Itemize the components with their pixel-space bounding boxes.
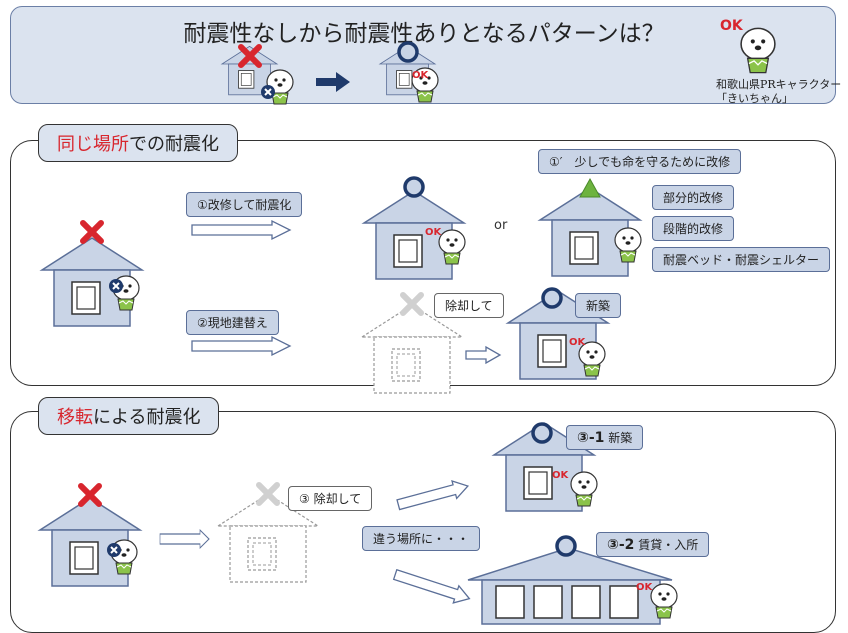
ok-label: OK	[636, 582, 653, 593]
xbadge-icon	[106, 542, 122, 558]
option31-label: ③-1 新築	[566, 425, 644, 450]
different-place-label: 違う場所に・・・	[362, 526, 481, 551]
option2-label: ②現地建替え	[186, 310, 279, 335]
partial-label-1: 部分的改修	[652, 185, 735, 210]
arrow-to-demolish	[159, 529, 210, 549]
partial-label-3: 耐震ベッド・耐震シェルター	[652, 247, 831, 272]
option32-label: ③-2 賃貸・入所	[596, 532, 710, 557]
partial-label-2: 段階的改修	[652, 216, 735, 241]
mascot-caption-2: 「きいちゃん」	[716, 92, 793, 105]
green-triangle-icon	[579, 177, 601, 198]
circle-mark-icon	[555, 535, 577, 557]
demolish-label-2: ③ 除却して	[288, 486, 373, 511]
section2-tab-rest: による耐震化	[93, 407, 201, 428]
section1-tab-rest: での耐震化	[129, 134, 219, 155]
option1-dash-label: ①′ 少しでも命を守るために改修	[538, 149, 742, 174]
arrow-down-right	[392, 568, 471, 604]
newbuild-label: 新築	[575, 293, 622, 318]
section1-tab-red: 同じ場所	[57, 134, 129, 155]
demolish-label: 除却して	[434, 293, 504, 318]
circle-mark-icon	[531, 422, 553, 444]
section-relocation	[10, 411, 836, 633]
small-arrow-icon	[465, 345, 502, 365]
option32-text: 賃貸・入所	[638, 538, 699, 552]
page-title: 耐震性なしから耐震性ありとなるパターンは？	[183, 21, 665, 47]
or-text: or	[494, 218, 508, 233]
header-diagram	[221, 27, 776, 105]
mascot-caption-1: 和歌山県PRキャラクター	[716, 78, 842, 91]
option1-label: ①改修して耐震化	[186, 192, 303, 217]
navy-arrow-icon	[316, 72, 350, 92]
option32-num: ③-2	[607, 537, 635, 553]
ok-label: OK	[569, 337, 586, 348]
section1-diagram	[41, 176, 642, 394]
section1-tab: 同じ場所での耐震化	[38, 124, 238, 162]
ok-label-large: OK	[720, 18, 743, 34]
apartment-icon	[467, 547, 673, 625]
ok-label: OK	[412, 70, 429, 81]
section2-tab: 移転による耐震化	[38, 397, 220, 435]
ok-label: OK	[552, 470, 569, 481]
ok-label: OK	[425, 227, 442, 238]
option31-num: ③-1	[577, 430, 605, 446]
section2-tab-red: 移転	[57, 407, 93, 428]
arrow-up-right	[396, 480, 470, 511]
option31-text: 新築	[608, 431, 633, 445]
